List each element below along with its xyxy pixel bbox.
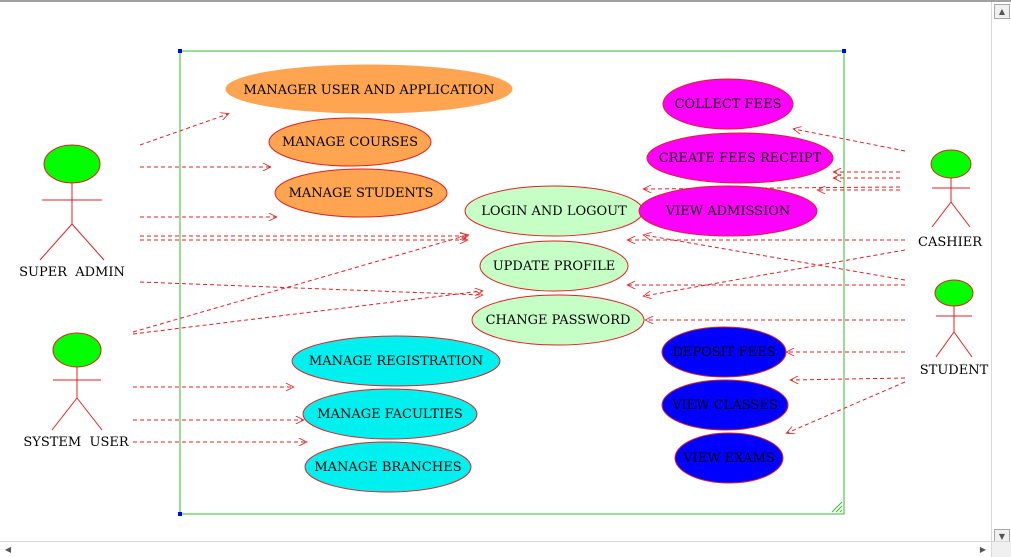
arrow-student-classes <box>791 378 906 380</box>
use-case-label: COLLECT FEES <box>674 97 781 112</box>
use-case-view-admission[interactable]: VIEW ADMISSION <box>638 185 818 237</box>
use-case-label: UPDATE PROFILE <box>493 259 616 274</box>
actor-cashier[interactable]: CASHIER <box>918 149 983 250</box>
use-case-label: VIEW CLASSES <box>671 398 777 413</box>
system-boundary <box>179 50 845 515</box>
arrow-cashier-password <box>644 249 906 296</box>
boundary-resize-grip[interactable] <box>831 501 843 513</box>
use-case-label: MANAGE BRANCHES <box>314 460 461 475</box>
actor-body <box>51 367 103 431</box>
actor-head <box>52 332 102 368</box>
actor-head <box>43 144 101 184</box>
use-case-label: MANAGE STUDENTS <box>289 186 434 201</box>
actor-label: SYSTEM USER <box>23 435 129 450</box>
arrow-admin-update <box>139 281 482 295</box>
use-case-view-exams[interactable]: VIEW EXAMS <box>674 432 784 484</box>
scroll-left-button[interactable]: ◀ <box>0 542 16 557</box>
use-case-label: VIEW EXAMS <box>682 451 774 466</box>
actor-label: STUDENT <box>920 363 989 378</box>
use-case-manager-user-application[interactable]: MANAGER USER AND APPLICATION <box>225 64 513 114</box>
actor-head <box>930 149 972 179</box>
arrow-student-exams <box>787 381 906 433</box>
use-case-label: DEPOSIT FEES <box>672 345 775 360</box>
actor-body <box>931 178 971 228</box>
association-arrows <box>132 114 906 442</box>
use-case-manage-students[interactable]: MANAGE STUDENTS <box>274 168 448 218</box>
arrow-admin-manager-user <box>139 114 228 146</box>
use-case-login-logout[interactable]: LOGIN AND LOGOUT <box>464 185 644 237</box>
use-case-collect-fees[interactable]: COLLECT FEES <box>662 78 794 130</box>
boundary-handle-tl[interactable] <box>178 49 182 53</box>
use-case-update-profile[interactable]: UPDATE PROFILE <box>479 240 629 292</box>
actor-head <box>934 279 974 307</box>
use-case-manage-faculties[interactable]: MANAGE FACULTIES <box>302 388 478 440</box>
scrollbar-corner <box>991 541 1011 557</box>
vertical-scrollbar[interactable]: ▲ ▼ <box>991 2 1011 544</box>
boundary-handle-bl[interactable] <box>178 512 182 516</box>
actor-body <box>39 183 105 261</box>
arrow-sysuser-update <box>132 291 482 335</box>
use-case-label: LOGIN AND LOGOUT <box>481 204 627 219</box>
actor-student[interactable]: STUDENT <box>920 279 989 378</box>
use-case-diagram: MANAGER USER AND APPLICATION MANAGE COUR… <box>19 49 989 516</box>
boundary-handle-tr[interactable] <box>842 49 846 53</box>
use-case-label: VIEW ADMISSION <box>665 204 791 219</box>
actor-body <box>935 306 973 358</box>
arrow-cashier-collect <box>794 129 906 152</box>
use-case-create-fees-receipt[interactable]: CREATE FEES RECEIPT <box>646 132 834 184</box>
horizontal-scrollbar[interactable]: ◀ ▶ <box>0 541 991 557</box>
scroll-right-button[interactable]: ▶ <box>975 542 991 557</box>
use-case-manage-registration[interactable]: MANAGE REGISTRATION <box>291 335 501 387</box>
use-case-label: CHANGE PASSWORD <box>486 313 631 328</box>
use-case-label: MANAGER USER AND APPLICATION <box>244 83 495 98</box>
use-case-manage-courses[interactable]: MANAGE COURSES <box>268 117 432 167</box>
use-case-label: MANAGE COURSES <box>282 135 418 150</box>
window-top-border <box>0 0 1011 2</box>
arrow-sysuser-login <box>132 235 468 333</box>
actor-label: CASHIER <box>918 235 983 250</box>
use-case-label: MANAGE REGISTRATION <box>309 354 483 369</box>
use-case-view-classes[interactable]: VIEW CLASSES <box>661 379 789 431</box>
use-case-deposit-fees[interactable]: DEPOSIT FEES <box>661 326 787 378</box>
use-case-manage-branches[interactable]: MANAGE BRANCHES <box>304 441 472 493</box>
actor-system-user[interactable]: SYSTEM USER <box>23 332 130 450</box>
actor-super-admin[interactable]: SUPER ADMIN <box>19 144 125 280</box>
scroll-up-button[interactable]: ▲ <box>994 4 1010 19</box>
use-case-label: MANAGE FACULTIES <box>317 407 462 422</box>
use-case-change-password[interactable]: CHANGE PASSWORD <box>471 294 645 346</box>
use-case-label: CREATE FEES RECEIPT <box>659 151 822 166</box>
arrow-student-login <box>644 235 906 281</box>
scroll-down-button[interactable]: ▼ <box>994 529 1010 544</box>
actor-label: SUPER ADMIN <box>19 265 125 280</box>
